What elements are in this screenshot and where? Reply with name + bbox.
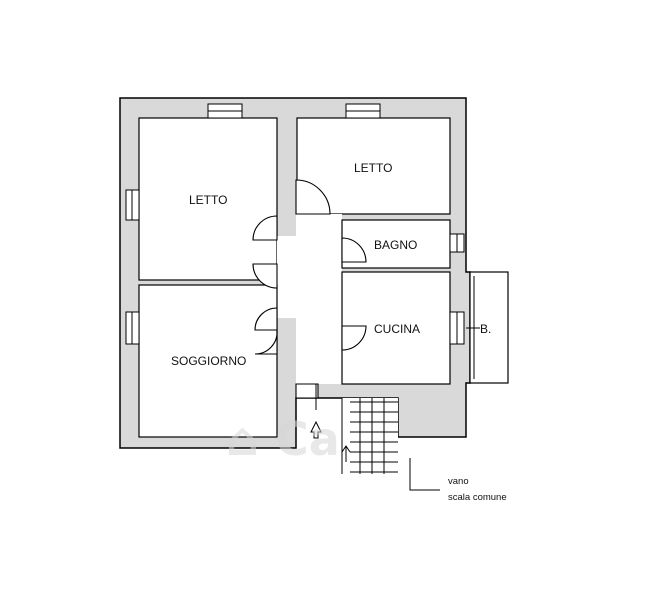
window-markers bbox=[125, 103, 465, 345]
room-letto-left bbox=[138, 117, 278, 281]
label-bagno: BAGNO bbox=[374, 238, 417, 252]
entrance-arrow bbox=[310, 420, 322, 439]
note-line1: vano bbox=[448, 476, 469, 487]
door-swings bbox=[252, 179, 367, 399]
stair-area bbox=[342, 398, 398, 474]
corridor-link bbox=[277, 236, 299, 318]
balcony-label: B. bbox=[480, 322, 491, 336]
note-line2: scala comune bbox=[448, 492, 507, 503]
watermark: ⌂ Ca​ bbox=[226, 412, 340, 466]
label-letto-left: LETTO bbox=[189, 193, 227, 207]
balcony bbox=[469, 271, 509, 384]
stair-arrow-head bbox=[341, 445, 351, 453]
note-leader bbox=[409, 458, 440, 491]
corridor bbox=[296, 214, 342, 384]
label-soggiorno: SOGGIORNO bbox=[171, 354, 246, 368]
label-letto-right: LETTO bbox=[354, 161, 392, 175]
stair-steps bbox=[341, 398, 398, 474]
label-cucina: CUCINA bbox=[374, 322, 420, 336]
room-soggiorno bbox=[138, 284, 278, 438]
